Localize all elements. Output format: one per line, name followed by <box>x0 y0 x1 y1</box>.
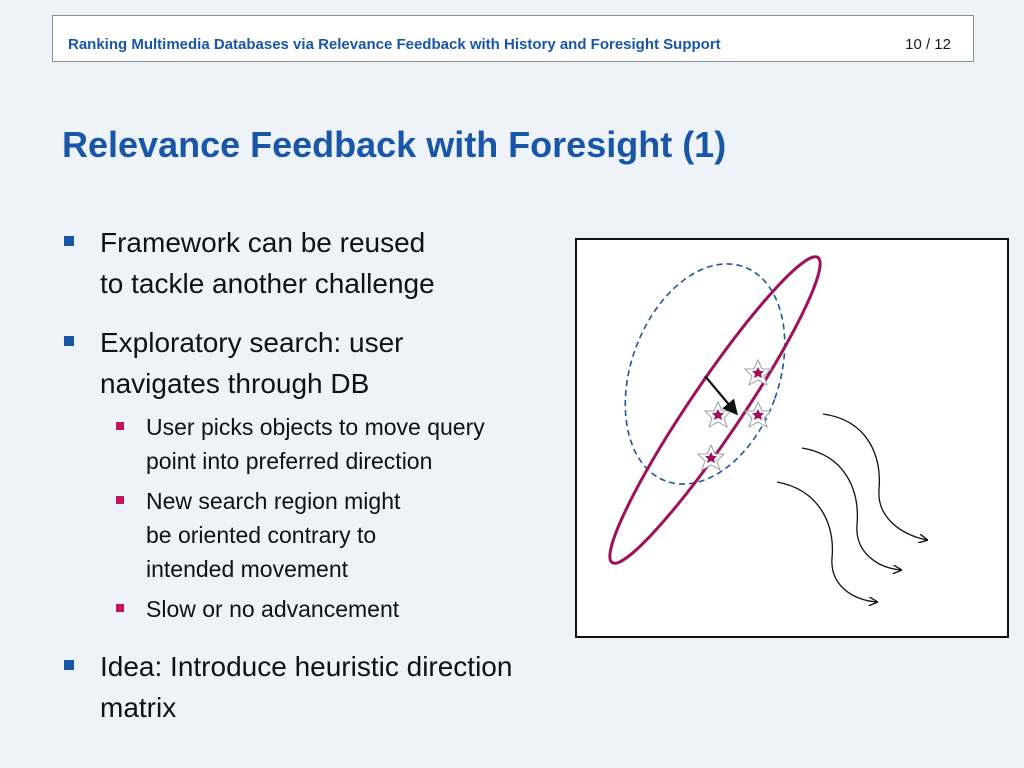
bullet-text: Idea: Introduce heuristic direction matr… <box>100 651 513 723</box>
curved-arrow-icon <box>822 413 927 540</box>
new-search-region <box>608 255 822 565</box>
sub-bullet-marker-icon <box>116 496 124 504</box>
arrow-icon <box>704 375 738 416</box>
star-icon <box>703 400 733 429</box>
sub-bullet-text: New search region might be oriented cont… <box>146 488 401 582</box>
sub-bullet-marker-icon <box>116 422 124 430</box>
bullet-item: Framework can be reused to tackle anothe… <box>62 222 582 304</box>
sub-bullet-item: Slow or no advancement <box>62 592 582 626</box>
bullet-list: Framework can be reused to tackle anothe… <box>62 222 582 728</box>
sub-bullet-marker-icon <box>116 604 124 612</box>
bullet-text: Exploratory search: user navigates throu… <box>100 327 404 399</box>
sub-bullet-text: User picks objects to move query point i… <box>146 414 485 474</box>
curved-arrow-icon <box>776 481 877 602</box>
sub-bullet-text: Slow or no advancement <box>146 596 400 622</box>
header-bar: Ranking Multimedia Databases via Relevan… <box>52 15 974 62</box>
bullet-item: Exploratory search: user navigates throu… <box>62 322 582 404</box>
sub-bullet-item: User picks objects to move query point i… <box>62 410 582 478</box>
star-icon <box>743 358 773 387</box>
presentation-title: Ranking Multimedia Databases via Relevan… <box>68 36 721 53</box>
bullet-marker-icon <box>64 336 74 346</box>
page-number: 10 / 12 <box>905 36 951 53</box>
bullet-text: Framework can be reused to tackle anothe… <box>100 227 435 299</box>
curved-arrow-icon <box>801 447 901 570</box>
slide-title: Relevance Feedback with Foresight (1) <box>62 124 727 165</box>
sub-bullet-item: New search region might be oriented cont… <box>62 484 582 586</box>
star-icon <box>696 443 726 472</box>
old-search-region <box>624 263 786 485</box>
star-icon <box>743 400 773 429</box>
illustration-svg <box>608 255 1011 640</box>
bullet-item: Idea: Introduce heuristic direction matr… <box>62 646 582 728</box>
illustration-figure <box>575 238 1009 638</box>
bullet-marker-icon <box>64 660 74 670</box>
bullet-marker-icon <box>64 236 74 246</box>
